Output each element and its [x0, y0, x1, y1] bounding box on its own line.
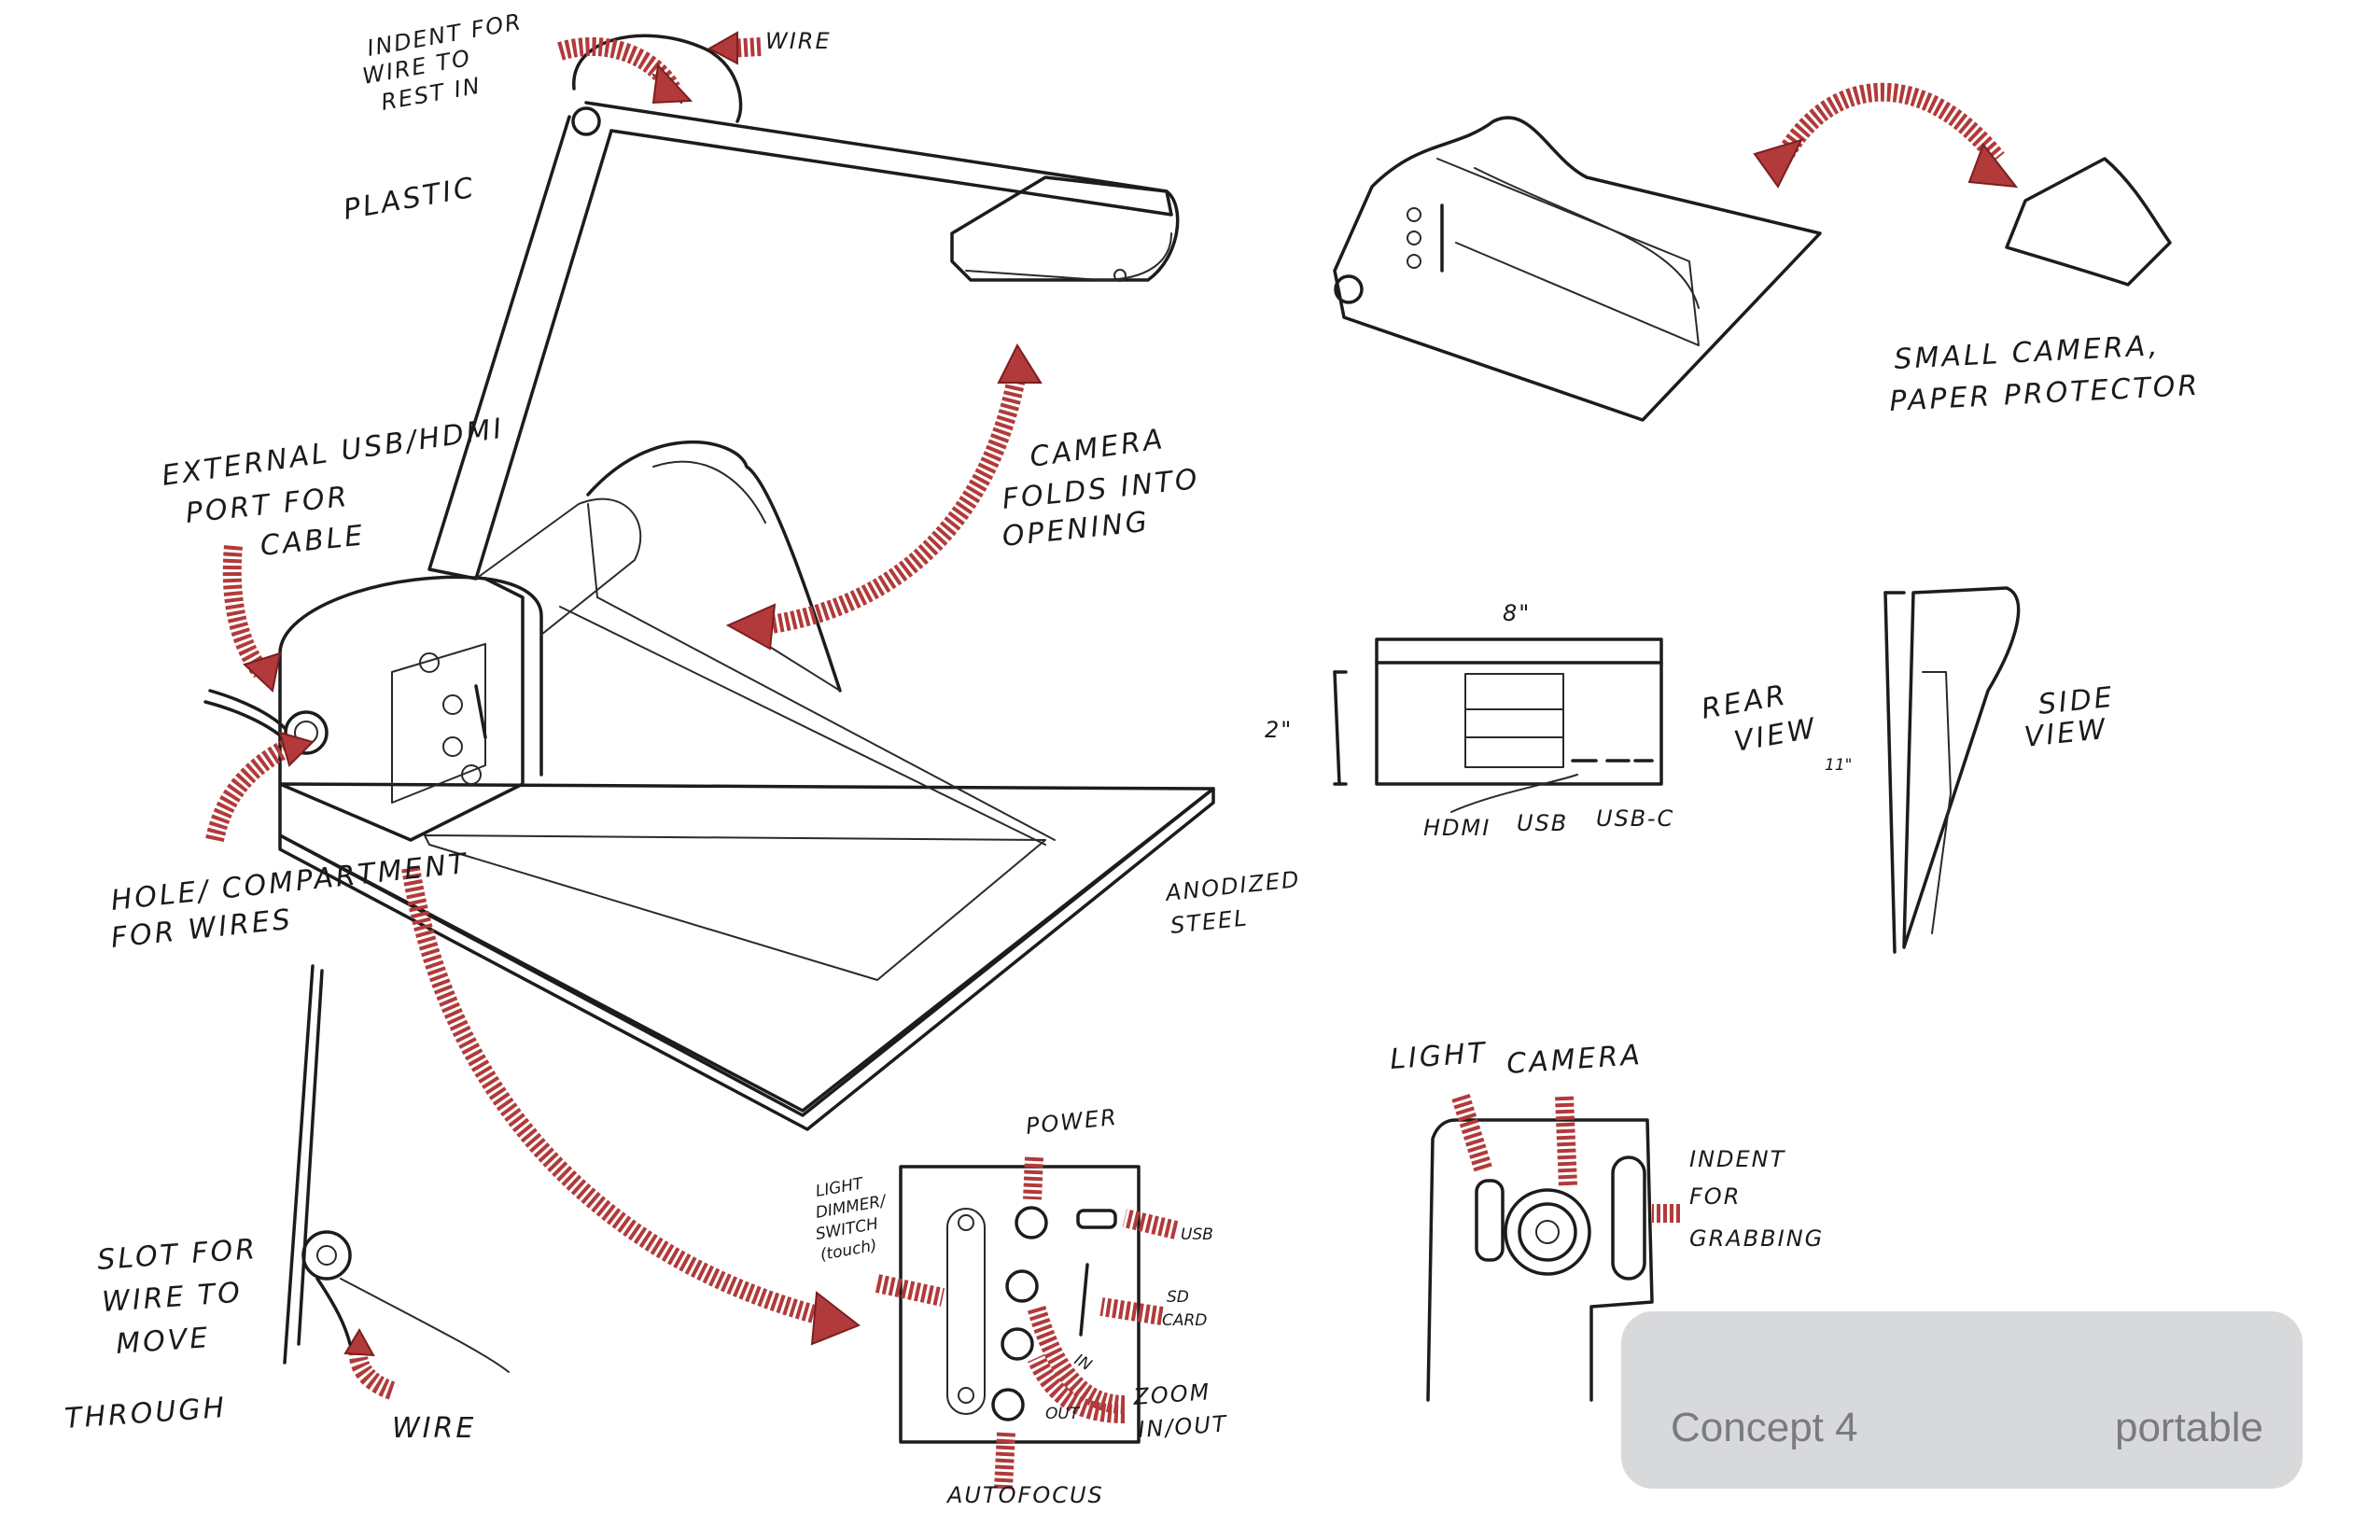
label-usb-panel: USB [1181, 1225, 1213, 1244]
label-autofocus: AUTOFOCUS [945, 1482, 1104, 1508]
label-zoom-1: ZOOM [1131, 1379, 1211, 1410]
annotation-labels: INDENT FOR WIRE TO REST IN WIRE PLASTIC … [63, 8, 2201, 1508]
label-slot-4: THROUGH [63, 1392, 228, 1435]
control-panel-drawing [875, 1156, 1179, 1490]
label-slot-3: MOVE [115, 1322, 211, 1361]
label-sd-1: SD [1167, 1288, 1189, 1307]
label-rear-view-2: VIEW [1731, 712, 1820, 759]
label-small-camera-2: PAPER PROTECTOR [1889, 370, 2201, 418]
label-indent-grab-2: FOR [1689, 1183, 1741, 1210]
label-zoom-out: OUT [1045, 1405, 1081, 1423]
label-camera-head: CAMERA [1505, 1039, 1644, 1081]
label-dim-side: 11" [1825, 756, 1852, 775]
caption-title: Concept 4 [1671, 1405, 1858, 1450]
label-dim-width: 8" [1503, 600, 1531, 626]
label-light-head: LIGHT [1389, 1037, 1489, 1076]
label-camera-folds-2: FOLDS INTO [1001, 463, 1201, 516]
label-port-usb: USB [1517, 810, 1568, 836]
concept-caption-box: Concept 4 portable [1621, 1311, 2303, 1489]
small-camera-drawing [1333, 116, 2172, 422]
label-external-3: CABLE [259, 519, 367, 563]
label-dim-height: 2" [1265, 717, 1293, 743]
label-anodized-1: ANODIZED [1163, 866, 1302, 906]
label-wire-bottom: WIRE [392, 1412, 476, 1445]
label-plastic: PLASTIC [341, 171, 478, 226]
label-external-1: EXTERNAL USB/HDMI [160, 413, 506, 493]
label-port-hdmi: HDMI [1423, 815, 1491, 841]
arrow-panel-callout [401, 866, 824, 1325]
label-indent-grab-1: INDENT [1689, 1146, 1786, 1172]
arrow-wire-bottom [348, 1341, 396, 1400]
arrow-external-port [222, 545, 269, 679]
label-side-view-2: VIEW [2023, 713, 2109, 754]
label-camera-folds-1: CAMERA [1028, 423, 1167, 474]
label-power: POWER [1025, 1104, 1119, 1140]
label-sd-2: CARD [1162, 1311, 1207, 1330]
arrow-camera-folds [763, 371, 1027, 635]
side-view-drawing [1883, 586, 2021, 954]
label-small-camera-1: SMALL CAMERA, [1894, 329, 2162, 376]
red-arrows [205, 31, 2019, 1400]
label-indent-grab-3: GRABBING [1689, 1225, 1824, 1252]
arrow-small-camera [1774, 82, 2005, 165]
label-slot-2: WIRE TO [101, 1277, 244, 1319]
caption-subtitle: portable [2114, 1405, 2263, 1450]
arrow-hole [205, 738, 294, 843]
label-wire-top: WIRE [765, 28, 832, 54]
rear-view-drawing [1333, 637, 1663, 813]
label-slot-1: SLOT FOR [96, 1233, 259, 1277]
main-device-drawing [203, 34, 1215, 1131]
label-side-view-1: SIDE [2037, 681, 2116, 721]
label-zoom-2: IN/OUT [1137, 1410, 1228, 1443]
slot-detail-drawing [283, 964, 510, 1373]
label-port-usbc: USB-C [1596, 805, 1674, 832]
label-anodized-2: STEEL [1169, 904, 1250, 939]
label-zoom-in: IN [1071, 1351, 1096, 1375]
camera-head-drawing [1426, 1094, 1680, 1402]
